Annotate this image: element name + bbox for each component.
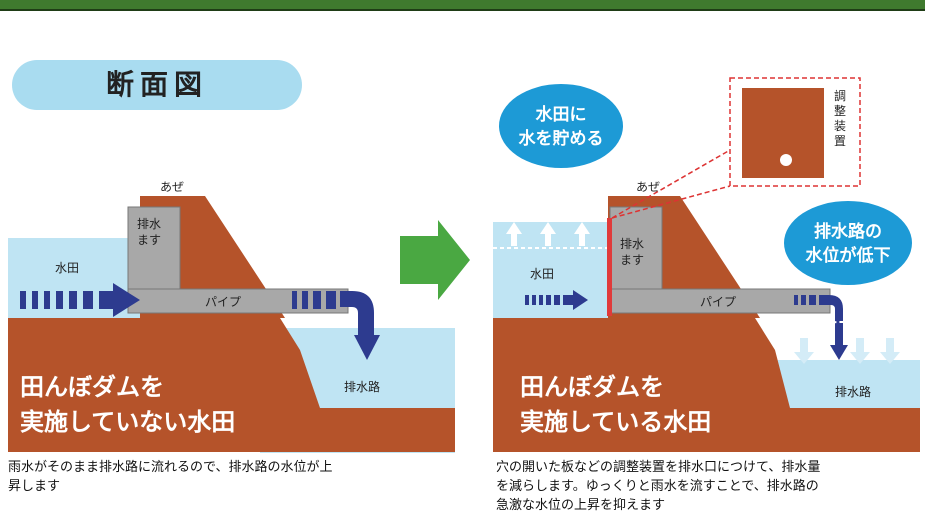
left-pipe xyxy=(127,288,349,314)
right-suiden-label: 水田 xyxy=(530,267,554,281)
left-caption-line1: 雨水がそのまま排水路に流れるので、排水路の水位が上 xyxy=(8,460,333,475)
right-drop-arrows xyxy=(794,338,900,364)
title-pill xyxy=(12,60,302,110)
right-caption-line3: 急激な水位の上昇を抑えます xyxy=(496,498,666,513)
right-haisuiro-label: 排水路 xyxy=(835,384,871,399)
bubble-store-water xyxy=(499,84,623,168)
page-title: 断面図 xyxy=(105,68,208,101)
bubble-level-down xyxy=(784,201,912,285)
transition-arrow xyxy=(400,220,470,300)
left-levee-soil xyxy=(8,196,455,452)
bubble-level-line2: 水位が低下 xyxy=(806,245,891,266)
right-drain-box xyxy=(609,206,663,290)
left-aze-label: あぜ xyxy=(160,180,184,194)
left-caption-line2: 昇します xyxy=(8,479,61,494)
right-rise-arrows xyxy=(506,222,590,246)
top-bar xyxy=(0,0,925,11)
right-banner-line1: 田んぼダムを xyxy=(520,373,664,401)
right-aze-label: あぜ xyxy=(636,180,660,194)
left-pipe-label: パイプ xyxy=(205,295,241,309)
bubble-level-line1: 排水路の xyxy=(814,221,882,242)
left-suiden-label: 水田 xyxy=(55,261,79,275)
left-banner-line1: 田んぼダムを xyxy=(20,373,164,401)
left-masu-label: 排水ます xyxy=(137,217,161,247)
regulator-plate xyxy=(607,218,612,316)
right-pipe-label: パイプ xyxy=(700,295,736,309)
bubble-store-line1: 水田に xyxy=(536,104,587,125)
right-masu-label: 排水ます xyxy=(620,237,644,267)
right-flow-arrows xyxy=(525,290,848,360)
left-haisuiro-label: 排水路 xyxy=(344,379,380,394)
left-flow-arrows xyxy=(20,283,380,360)
device-label: 調整装置 xyxy=(834,89,846,148)
right-caption-line1: 穴の開いた板などの調整装置を排水口につけて、排水量 xyxy=(496,460,821,475)
right-pipe xyxy=(609,288,831,314)
right-previous-water-level xyxy=(769,320,921,331)
right-banner-line2: 実施している水田 xyxy=(520,408,711,436)
device-inset-hole xyxy=(780,154,792,166)
left-panel: 田んぼダムを 実施していない水田 あぜ 排水ます 水田 パイプ 排水路 xyxy=(8,180,455,453)
device-callout-line-b xyxy=(611,185,731,219)
right-caption: 穴の開いた板などの調整装置を排水口につけて、排水量 を減らします。ゆっくりと雨水… xyxy=(496,458,820,515)
left-caption: 雨水がそのまま排水路に流れるので、排水路の水位が上 昇します xyxy=(8,458,332,496)
device-callout-line-a xyxy=(611,149,731,219)
left-banner-line2: 実施していない水田 xyxy=(20,408,235,436)
bubble-store-line2: 水を貯める xyxy=(519,128,604,149)
right-panel: 田んぼダムを 実施している水田 あぜ 排水ます 水田 パイプ 排水路 調整装置 … xyxy=(493,77,921,452)
right-caption-line2: を減らします。ゆっくりと雨水を流すことで、排水路の xyxy=(496,479,819,494)
right-levee-soil xyxy=(493,196,920,452)
